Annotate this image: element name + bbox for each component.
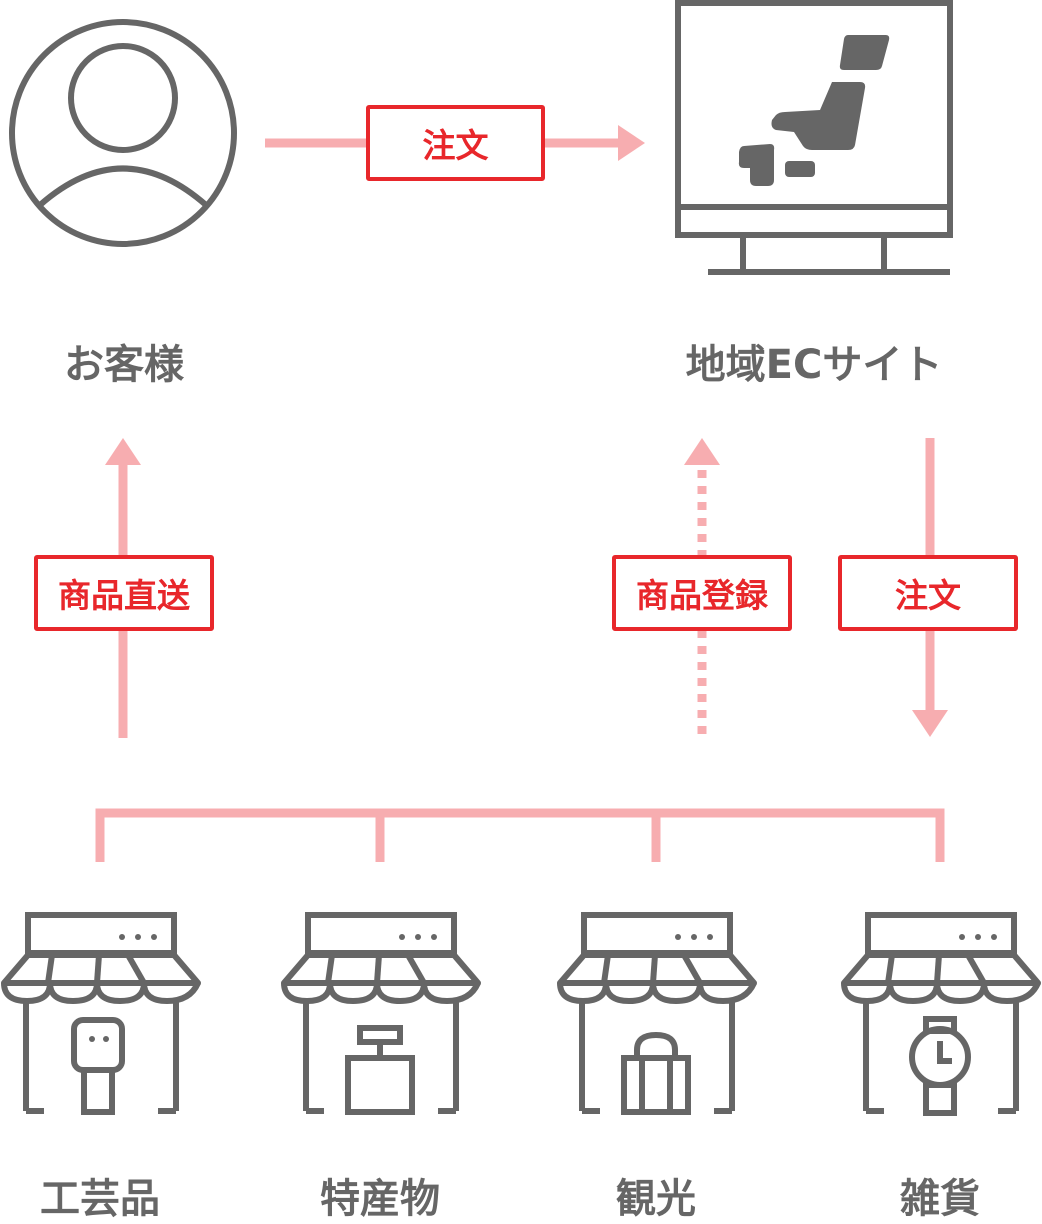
shop-label-goods: 雑貨 [900, 1176, 980, 1222]
craft-figure-icon [71, 1017, 125, 1115]
product-registration-tag: 商品登録 [612, 555, 792, 631]
shop-label-tourism: 観光 [616, 1176, 696, 1222]
shops-bracket [95, 808, 945, 862]
tourism-bag-icon [621, 1031, 691, 1115]
specialty-bottle-icon [345, 1025, 415, 1115]
order-tag-side: 注文 [838, 555, 1018, 631]
shop-specialty-icon [284, 915, 478, 1115]
ec-site-label: 地域ECサイト [685, 342, 943, 388]
customer-label: お客様 [64, 342, 184, 388]
order-tag-top: 注文 [366, 105, 545, 181]
shop-label-specialty: 特産物 [320, 1176, 440, 1222]
direct-shipping-tag: 商品直送 [34, 555, 214, 631]
shop-crafts-icon [4, 915, 198, 1115]
goods-watch-icon [909, 1016, 971, 1116]
shop-tourism-icon [560, 915, 754, 1115]
japan-map-icon [738, 35, 890, 186]
ec-site-monitor-icon [675, 0, 953, 275]
customer-icon [9, 19, 237, 247]
shop-label-crafts: 工芸品 [40, 1176, 160, 1222]
shop-goods-icon [844, 915, 1038, 1116]
